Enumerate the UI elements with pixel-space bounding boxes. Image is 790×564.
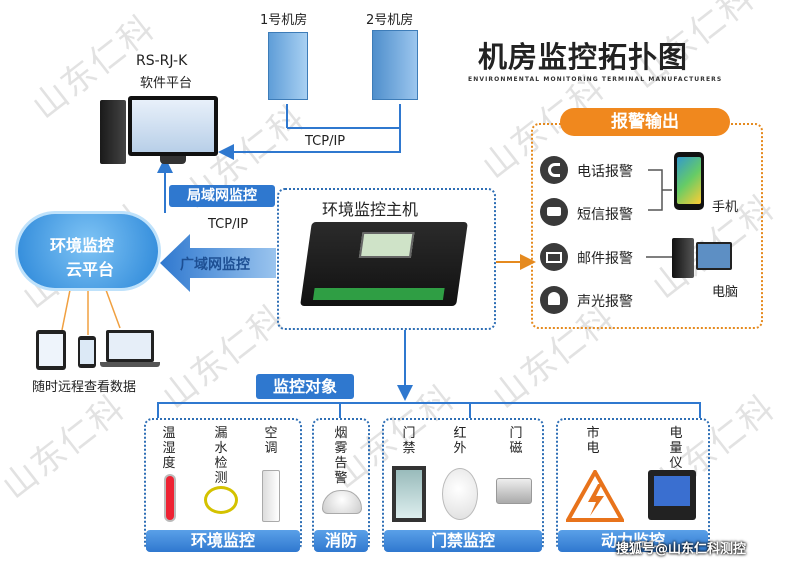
computer-monitor-icon <box>696 242 732 270</box>
alarm-item-sms: 短信报警 <box>577 207 633 223</box>
cloud-icon <box>18 214 158 288</box>
power-meter-icon <box>648 470 696 520</box>
target-infrared: 红外 <box>453 426 467 456</box>
alarm-item-sound-light: 声光报警 <box>577 294 633 310</box>
software-label: 软件平台 <box>140 76 193 91</box>
tablet-icon <box>36 330 66 370</box>
host-device-icon <box>300 222 468 306</box>
phone-device-icon <box>78 336 96 368</box>
credit-label: 搜狐号@山东仁科测控 <box>616 542 747 557</box>
remote-view-label: 随时远程查看数据 <box>32 380 137 395</box>
target-power-meter: 电量仪 <box>669 426 683 471</box>
target-smoke: 烟雾告警 <box>334 426 348 486</box>
group-label-access: 门禁监控 <box>384 530 542 552</box>
target-bus-line <box>157 402 701 418</box>
pc-tower-icon <box>100 100 126 164</box>
group-label-power: 动力监控 <box>558 530 708 552</box>
group-label-fire: 消防 <box>314 530 368 552</box>
host-label: 环境监控主机 <box>322 200 419 219</box>
wan-arrow <box>160 234 276 292</box>
smoke-detector-icon <box>322 490 362 514</box>
aircon-icon <box>262 470 280 522</box>
mail-icon <box>540 243 568 271</box>
thermometer-icon <box>166 476 174 520</box>
leak-sensor-icon <box>204 486 238 514</box>
host-box <box>277 188 496 330</box>
target-mains: 市电 <box>586 426 600 456</box>
wan-label: 广域网监控 <box>180 257 250 273</box>
computer-icon <box>672 238 694 278</box>
building-1-icon <box>268 32 308 100</box>
tcpip-mid-label: TCP/IP <box>208 217 249 232</box>
cloud-line-1: 环境监控 <box>50 236 115 255</box>
target-temp-humidity: 温湿度 <box>162 426 176 471</box>
phone-call-icon <box>540 156 568 184</box>
cloud-line-2: 云平台 <box>66 260 115 279</box>
lan-label: 局域网监控 <box>169 185 275 207</box>
device-phone-label: 手机 <box>712 200 739 215</box>
target-door-access: 门禁 <box>402 426 416 456</box>
tcpip-top-line <box>218 104 401 160</box>
targets-header: 监控对象 <box>256 374 354 399</box>
bell-icon <box>540 286 568 314</box>
monitor-icon <box>128 96 218 156</box>
page-subtitle: ENVIRONMENTAL MONITORING TERMINAL MANUFA… <box>468 76 723 83</box>
alarm-item-phone: 电话报警 <box>577 164 633 180</box>
sms-icon <box>540 198 568 226</box>
alarm-item-mail: 邮件报警 <box>577 251 633 267</box>
laptop-base-icon <box>100 362 160 367</box>
room-2-label: 2号机房 <box>366 13 414 28</box>
cloud-device-line-1 <box>61 289 71 331</box>
door-magnet-icon <box>496 478 532 504</box>
high-voltage-icon <box>566 470 624 522</box>
cloud-device-line-3 <box>105 289 121 329</box>
monitor-stand-icon <box>160 156 186 164</box>
alarm-header: 报警输出 <box>560 108 730 136</box>
infrared-sensor-icon <box>442 468 478 520</box>
laptop-icon <box>106 330 154 362</box>
target-aircon: 空调 <box>264 426 278 456</box>
building-2-icon <box>372 30 418 100</box>
target-leak: 漏水检测 <box>214 426 228 486</box>
room-1-label: 1号机房 <box>260 13 308 28</box>
group-label-env: 环境监控 <box>146 530 300 552</box>
door-icon <box>392 466 426 522</box>
software-name: RS-RJ-K <box>136 53 188 69</box>
tcpip-top-label: TCP/IP <box>305 134 346 149</box>
mobile-phone-icon <box>674 152 704 210</box>
target-door-magnet: 门磁 <box>509 426 523 456</box>
page-title: 机房监控拓扑图 <box>478 40 689 74</box>
device-computer-label: 电脑 <box>712 285 739 300</box>
